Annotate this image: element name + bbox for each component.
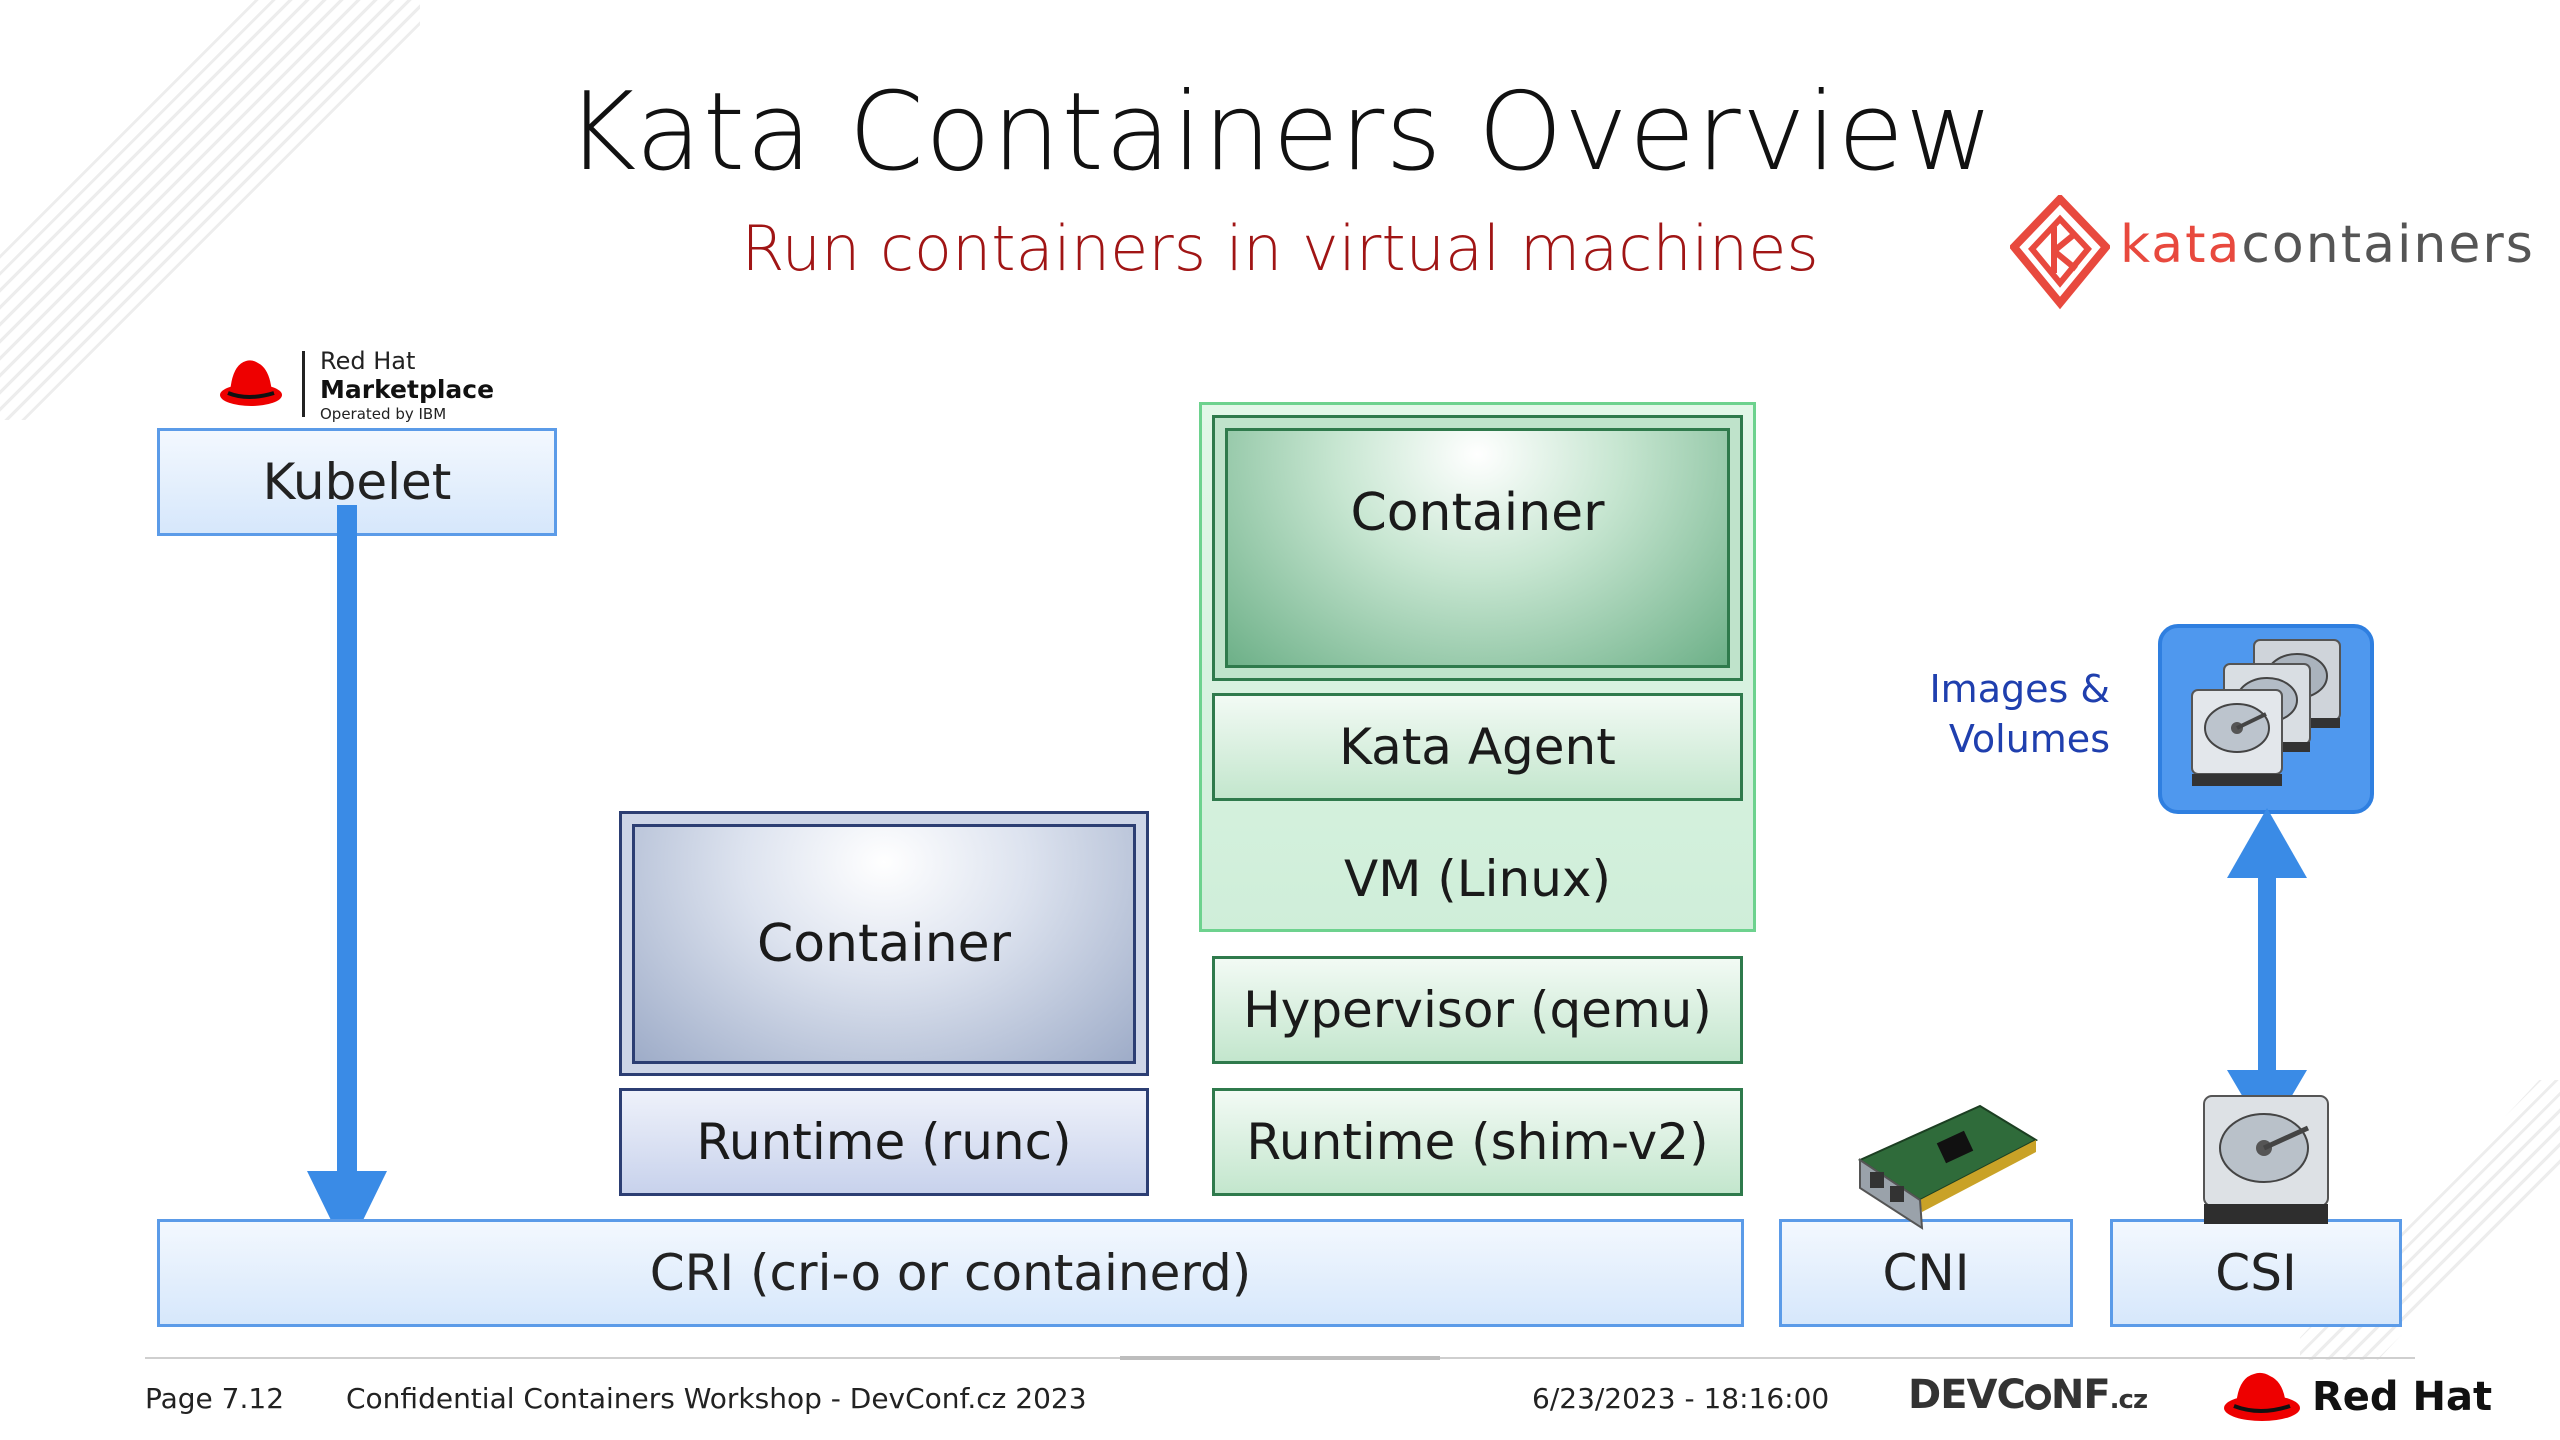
runc-runtime-box: Runtime (runc): [619, 1088, 1149, 1196]
images-volumes-label: Images & Volumes: [1900, 664, 2110, 764]
images-volumes-line2: Volumes: [1948, 717, 2110, 761]
redhat-footer-hat-icon: [2224, 1372, 2300, 1421]
csi-box: CSI: [2110, 1219, 2402, 1327]
hard-disk-icon: [2203, 1095, 2329, 1224]
redhat-footer-logo: Red Hat: [2222, 1366, 2492, 1426]
marketplace-line3: Operated by IBM: [320, 405, 447, 423]
hypervisor-box: Hypervisor (qemu): [1212, 956, 1743, 1064]
kata-runtime-box: Runtime (shim-v2): [1212, 1088, 1743, 1196]
network-card-icon: [1857, 1104, 2039, 1230]
cni-box: CNI: [1779, 1219, 2073, 1327]
kata-logo: katacontainers: [2010, 195, 2533, 310]
kata-logo-containers: containers: [2241, 215, 2535, 275]
kata-container-label: Container: [1350, 483, 1605, 543]
cri-box: CRI (cri-o or containerd): [157, 1219, 1744, 1327]
marketplace-line2: Marketplace: [320, 375, 495, 404]
storage-csi-double-arrow: [2227, 808, 2307, 1138]
devconf-logo-c: .cz: [2109, 1385, 2148, 1415]
redhat-hat-icon: [220, 360, 282, 406]
vm-label: VM (Linux): [1344, 850, 1611, 908]
footer-divider-accent: [1120, 1356, 1440, 1360]
page-subtitle: Run containers in virtual machines: [741, 212, 1819, 285]
runc-container-box: Container: [632, 824, 1136, 1064]
footer-page-number: Page 7.12: [145, 1382, 285, 1415]
images-volumes-line1: Images &: [1929, 667, 2110, 711]
redhat-footer-text: Red Hat: [2312, 1374, 2493, 1420]
devconf-logo-a: DEVC: [1908, 1372, 2026, 1418]
marketplace-line1: Red Hat: [320, 347, 416, 375]
kata-diamond-icon: [2010, 195, 2110, 310]
devconf-o-icon: [2024, 1384, 2051, 1410]
devconf-logo: DEVC NF.cz: [1908, 1372, 2148, 1418]
devconf-logo-b: NF: [2050, 1372, 2111, 1418]
marketplace-logo: Red Hat Marketplace Operated by IBM: [218, 345, 498, 425]
footer-event: Confidential Containers Workshop - DevCo…: [346, 1382, 1087, 1415]
kata-logo-kata: kata: [2120, 215, 2242, 275]
storage-disks-icon: [2158, 624, 2374, 814]
footer-datetime: 6/23/2023 - 18:16:00: [1532, 1382, 1830, 1415]
kubelet-to-cri-arrow: [307, 505, 387, 1253]
page-title: Kata Containers Overview: [565, 70, 1995, 195]
kata-container-box: Container: [1225, 428, 1730, 668]
kata-agent-box: Kata Agent: [1212, 693, 1743, 801]
